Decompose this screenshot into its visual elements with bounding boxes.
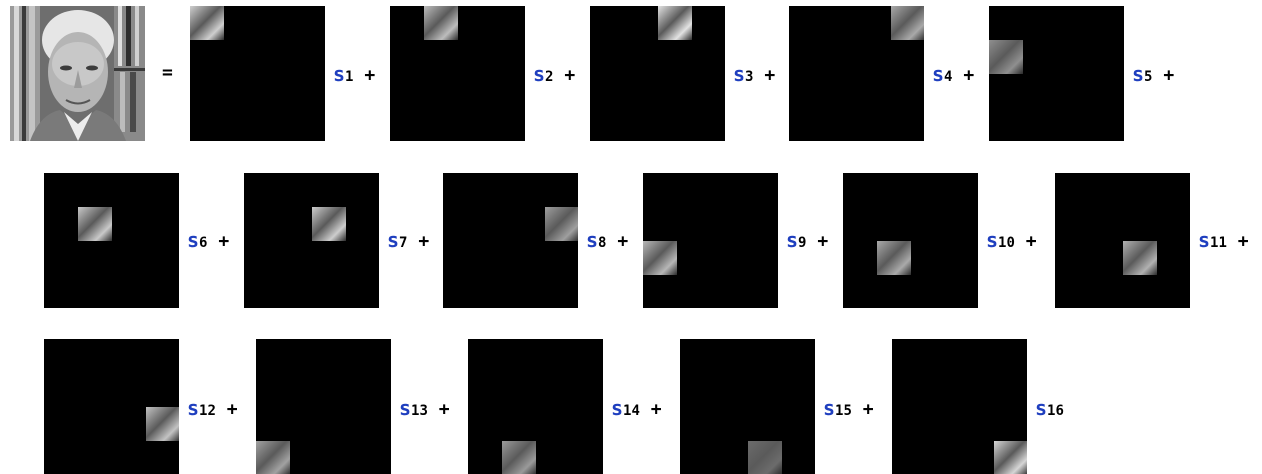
plus-sign: + xyxy=(952,65,974,86)
basis-tile-13 xyxy=(256,339,391,474)
coefficient-symbol: s xyxy=(1035,396,1047,420)
coefficient-label-1: s1 + xyxy=(333,64,375,87)
coefficient-label-14: s14 + xyxy=(611,398,662,421)
image-patch xyxy=(78,207,112,241)
coefficient-label-15: s15 + xyxy=(823,398,874,421)
basis-tile-1 xyxy=(190,6,325,141)
basis-tile-14 xyxy=(468,339,603,474)
equals-sign: = xyxy=(162,62,173,83)
coefficient-symbol: s xyxy=(1132,62,1144,86)
coefficient-subscript: 14 xyxy=(623,403,640,419)
coefficient-label-7: s7 + xyxy=(387,230,429,253)
coefficient-symbol: s xyxy=(387,228,399,252)
plus-sign: + xyxy=(852,399,874,420)
plus-sign: + xyxy=(1015,231,1037,252)
coefficient-label-8: s8 + xyxy=(586,230,628,253)
image-patch xyxy=(312,207,346,241)
coefficient-symbol: s xyxy=(187,228,199,252)
coefficient-label-2: s2 + xyxy=(533,64,575,87)
coefficient-label-16: s16 xyxy=(1035,398,1064,421)
coefficient-label-11: s11 + xyxy=(1198,230,1249,253)
basis-tile-2 xyxy=(390,6,525,141)
basis-tile-3 xyxy=(590,6,725,141)
coefficient-symbol: s xyxy=(823,396,835,420)
image-patch xyxy=(424,6,458,40)
image-patch xyxy=(256,441,290,474)
coefficient-symbol: s xyxy=(986,228,998,252)
coefficient-symbol: s xyxy=(1198,228,1210,252)
coefficient-label-3: s3 + xyxy=(733,64,775,87)
coefficient-label-13: s13 + xyxy=(399,398,450,421)
basis-tile-12 xyxy=(44,339,179,474)
basis-tile-7 xyxy=(244,173,379,308)
image-patch xyxy=(643,241,677,275)
plus-sign: + xyxy=(806,231,828,252)
plus-sign: + xyxy=(640,399,662,420)
basis-tile-16 xyxy=(892,339,1027,474)
plus-sign: + xyxy=(1152,65,1174,86)
coefficient-subscript: 16 xyxy=(1047,403,1064,419)
coefficient-symbol: s xyxy=(786,228,798,252)
plus-sign: + xyxy=(1227,231,1249,252)
image-patch xyxy=(994,441,1027,474)
original-portrait-image xyxy=(10,6,145,141)
coefficient-subscript: 10 xyxy=(998,235,1015,251)
plus-sign: + xyxy=(353,65,375,86)
coefficient-symbol: s xyxy=(733,62,745,86)
basis-tile-8 xyxy=(443,173,578,308)
image-patch xyxy=(502,441,536,474)
image-patch xyxy=(146,407,179,441)
image-patch xyxy=(190,6,224,40)
basis-tile-9 xyxy=(643,173,778,308)
coefficient-subscript: 15 xyxy=(835,403,852,419)
coefficient-label-6: s6 + xyxy=(187,230,229,253)
coefficient-symbol: s xyxy=(187,396,199,420)
plus-sign: + xyxy=(428,399,450,420)
coefficient-symbol: s xyxy=(586,228,598,252)
plus-sign: + xyxy=(606,231,628,252)
image-patch xyxy=(748,441,782,474)
coefficient-symbol: s xyxy=(333,62,345,86)
basis-tile-11 xyxy=(1055,173,1190,308)
coefficient-symbol: s xyxy=(533,62,545,86)
image-patch xyxy=(891,6,924,40)
coefficient-label-5: s5 + xyxy=(1132,64,1174,87)
coefficient-symbol: s xyxy=(399,396,411,420)
portrait-graphic xyxy=(10,6,145,141)
coefficient-label-12: s12 + xyxy=(187,398,238,421)
coefficient-subscript: 13 xyxy=(411,403,428,419)
coefficient-label-4: s4 + xyxy=(932,64,974,87)
basis-tile-4 xyxy=(789,6,924,141)
basis-tile-5 xyxy=(989,6,1124,141)
basis-tile-6 xyxy=(44,173,179,308)
coefficient-symbol: s xyxy=(611,396,623,420)
plus-sign: + xyxy=(753,65,775,86)
image-patch xyxy=(545,207,578,241)
plus-sign: + xyxy=(207,231,229,252)
basis-tile-10 xyxy=(843,173,978,308)
plus-sign: + xyxy=(407,231,429,252)
coefficient-subscript: 12 xyxy=(199,403,216,419)
image-patch xyxy=(877,241,911,275)
coefficient-label-9: s9 + xyxy=(786,230,828,253)
coefficient-symbol: s xyxy=(932,62,944,86)
basis-tile-15 xyxy=(680,339,815,474)
image-patch xyxy=(989,40,1023,74)
image-patch xyxy=(658,6,692,40)
image-patch xyxy=(1123,241,1157,275)
coefficient-subscript: 11 xyxy=(1210,235,1227,251)
coefficient-label-10: s10 + xyxy=(986,230,1037,253)
plus-sign: + xyxy=(216,399,238,420)
plus-sign: + xyxy=(553,65,575,86)
